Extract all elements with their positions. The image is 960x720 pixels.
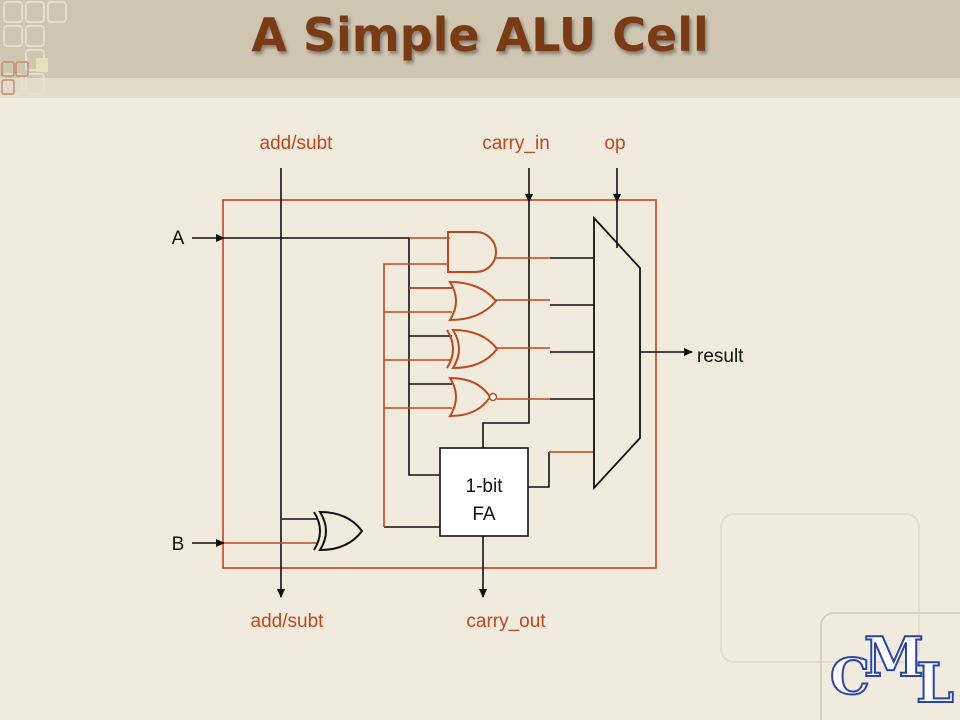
- or-gate: [448, 280, 498, 322]
- label-carry-out: carry_out: [466, 611, 546, 632]
- and-gate: [447, 231, 497, 273]
- cell-boundary: [222, 199, 657, 569]
- corner-decoration: [1, 1, 67, 95]
- adder-label-line1: 1-bit: [466, 476, 504, 497]
- black-wires: [192, 168, 693, 598]
- title-rule: [0, 78, 960, 98]
- slide-title: A Simple ALU Cell: [251, 8, 709, 62]
- label-add-subt-bottom: add/subt: [251, 611, 325, 632]
- logo-letter-l: L: [915, 651, 955, 715]
- label-result: result: [697, 346, 744, 367]
- logo-letter-m: M: [863, 625, 925, 689]
- orange-wires: [224, 237, 594, 544]
- label-b: B: [172, 534, 185, 555]
- nor-gate: [448, 376, 492, 418]
- full-adder-box: [439, 447, 529, 537]
- b-invert-xor-gate: [318, 510, 364, 552]
- logo-letter-c: C: [829, 647, 871, 706]
- cml-logo: C M L: [820, 612, 960, 720]
- label-carry-in: carry_in: [482, 133, 550, 154]
- label-op: op: [604, 133, 625, 154]
- multiplexer: [593, 215, 641, 491]
- adder-label-line2: FA: [472, 504, 496, 525]
- label-a: A: [172, 228, 185, 249]
- title-bar: [0, 0, 960, 78]
- xor-gate: [451, 328, 499, 370]
- label-add-subt-top: add/subt: [260, 133, 334, 154]
